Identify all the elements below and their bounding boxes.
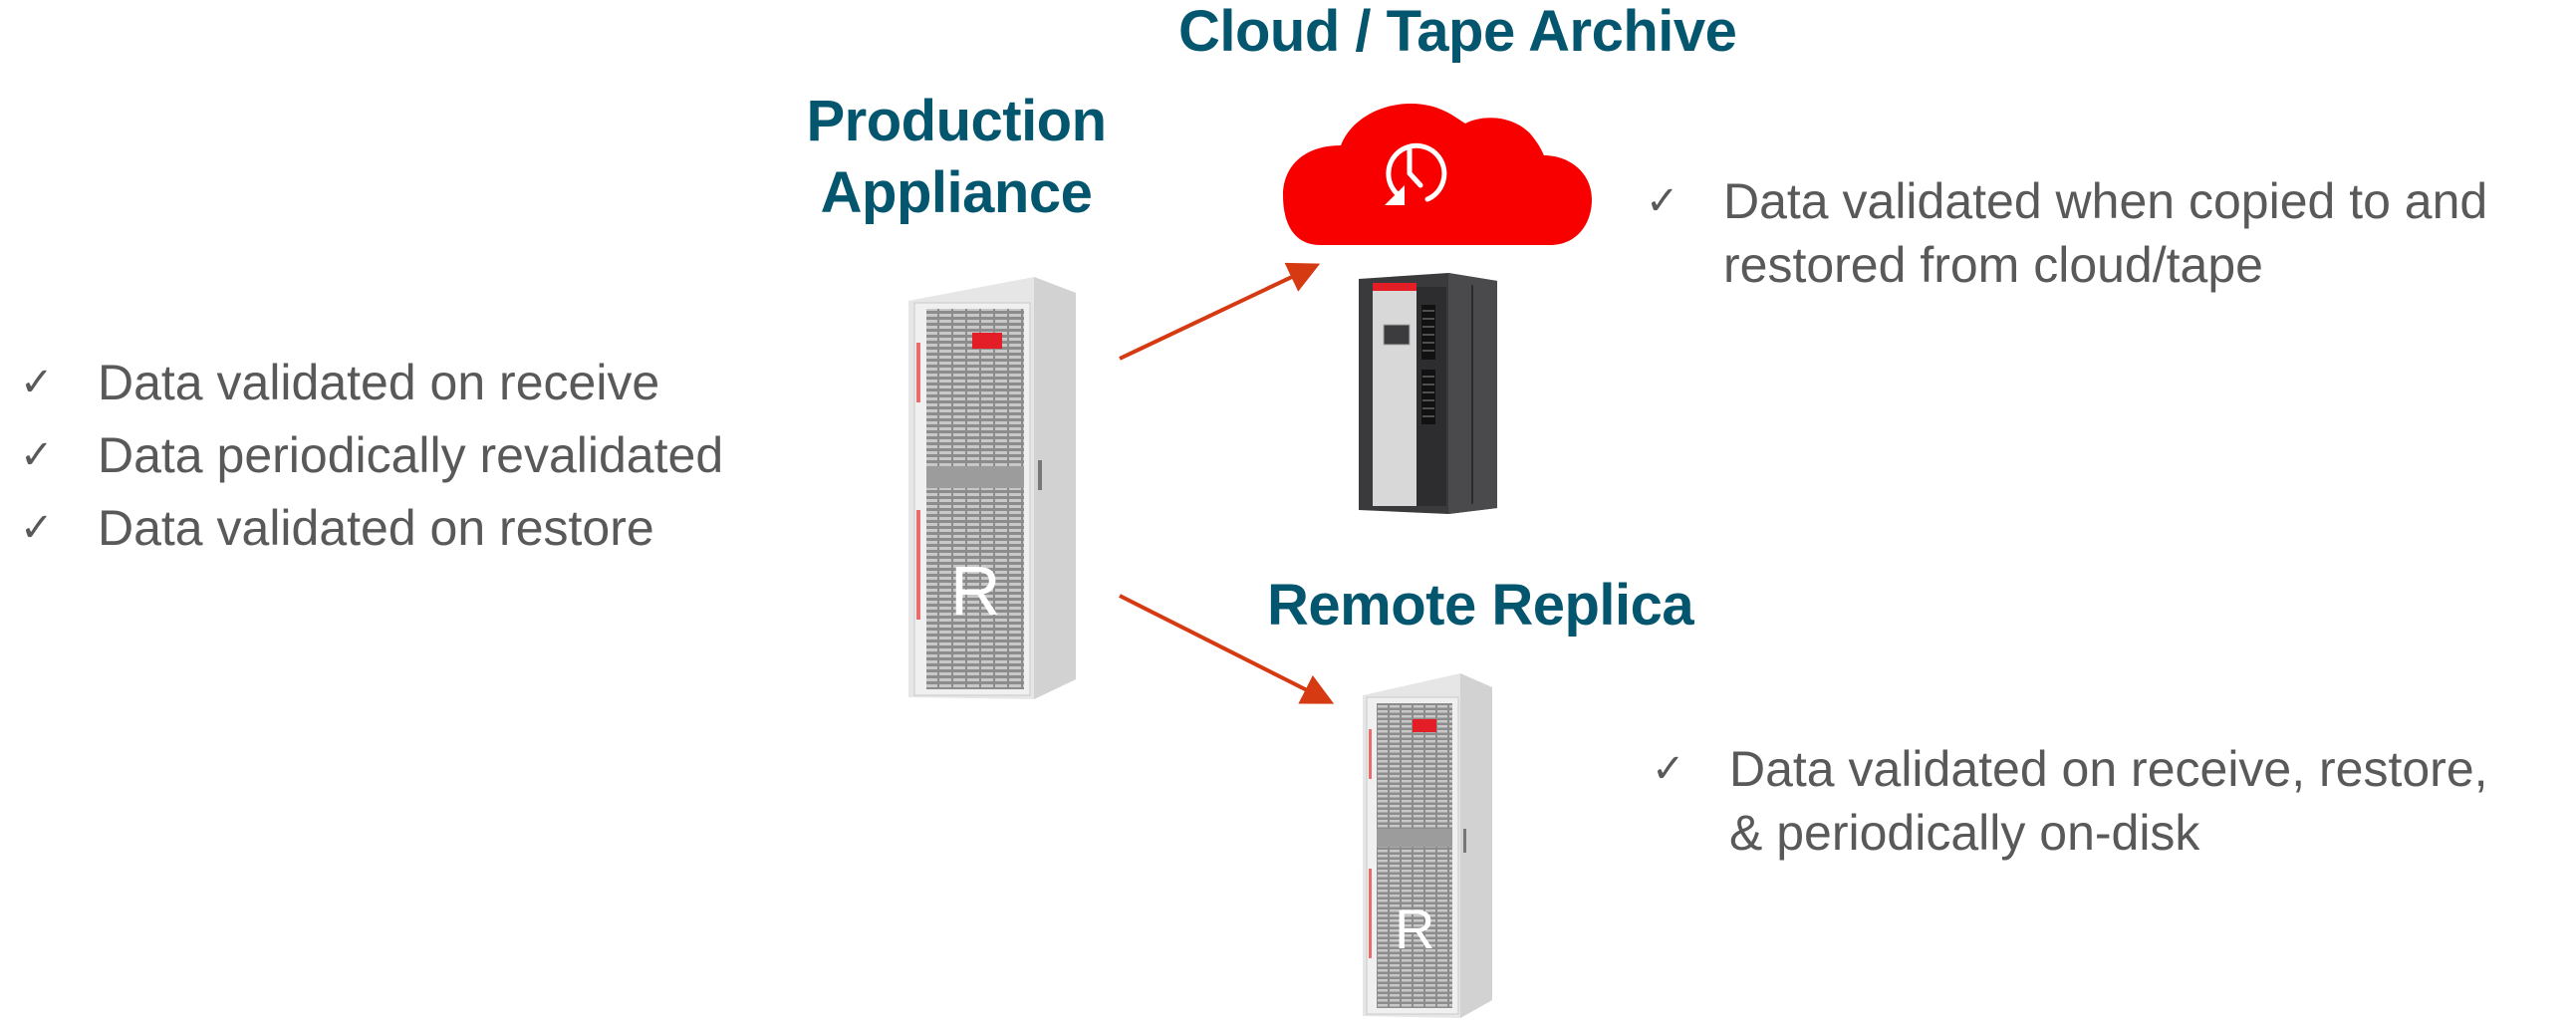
bullet-item: ✓ Data validated on receive — [20, 347, 723, 419]
production-title-line2: Appliance — [820, 160, 1093, 225]
tape-library-icon — [1353, 265, 1497, 514]
bullet-text-line1: Data validated when copied to and — [1723, 173, 2488, 229]
bullet-text-line2: & periodically on-disk — [1729, 805, 2200, 861]
remote-replica-title: Remote Replica — [1267, 573, 1694, 638]
bullet-text-line2: restored from cloud/tape — [1723, 237, 2263, 293]
clock-icon — [1386, 142, 1447, 202]
bullet-item: ✓ Data validated on receive, restore, & … — [1652, 737, 2488, 865]
cloud-shape — [1283, 104, 1592, 245]
cloud-backup-clock-icon — [1281, 100, 1594, 245]
bullet-item: ✓ Data validated on restore — [20, 492, 723, 565]
bullet-text: Data validated on restore — [98, 500, 654, 556]
clock-arrow-head — [1385, 185, 1405, 205]
check-icon: ✓ — [20, 505, 54, 551]
bullet-text: Data validated on receive — [98, 355, 660, 410]
arrow-to-remote-replica — [1119, 594, 1335, 704]
check-icon: ✓ — [1652, 746, 1685, 792]
check-icon: ✓ — [20, 432, 54, 478]
production-appliance-title: Production Appliance — [757, 86, 1156, 229]
check-icon: ✓ — [1646, 178, 1679, 224]
production-title-line1: Production — [806, 89, 1107, 153]
arrow-to-cloud-tape — [1119, 262, 1321, 361]
svg-text:R: R — [1395, 897, 1434, 960]
remote-replica-rack-icon: R — [1353, 669, 1492, 1018]
cloud-tape-archive-title: Cloud / Tape Archive — [1178, 0, 1737, 64]
cloud-bullet-list: ✓ Data validated when copied to and rest… — [1646, 169, 2487, 297]
bullet-item: ✓ Data periodically revalidated — [20, 419, 723, 492]
bullet-text: Data periodically revalidated — [98, 427, 724, 483]
svg-text:R: R — [950, 552, 1001, 630]
bullet-item: ✓ Data validated when copied to and rest… — [1646, 169, 2487, 297]
bullet-text-line1: Data validated on receive, restore, — [1729, 741, 2488, 797]
remote-bullet-list: ✓ Data validated on receive, restore, & … — [1652, 737, 2488, 865]
check-icon: ✓ — [20, 360, 54, 405]
production-appliance-rack-icon: R — [897, 271, 1076, 699]
production-bullet-list: ✓ Data validated on receive ✓ Data periodi… — [20, 347, 723, 565]
